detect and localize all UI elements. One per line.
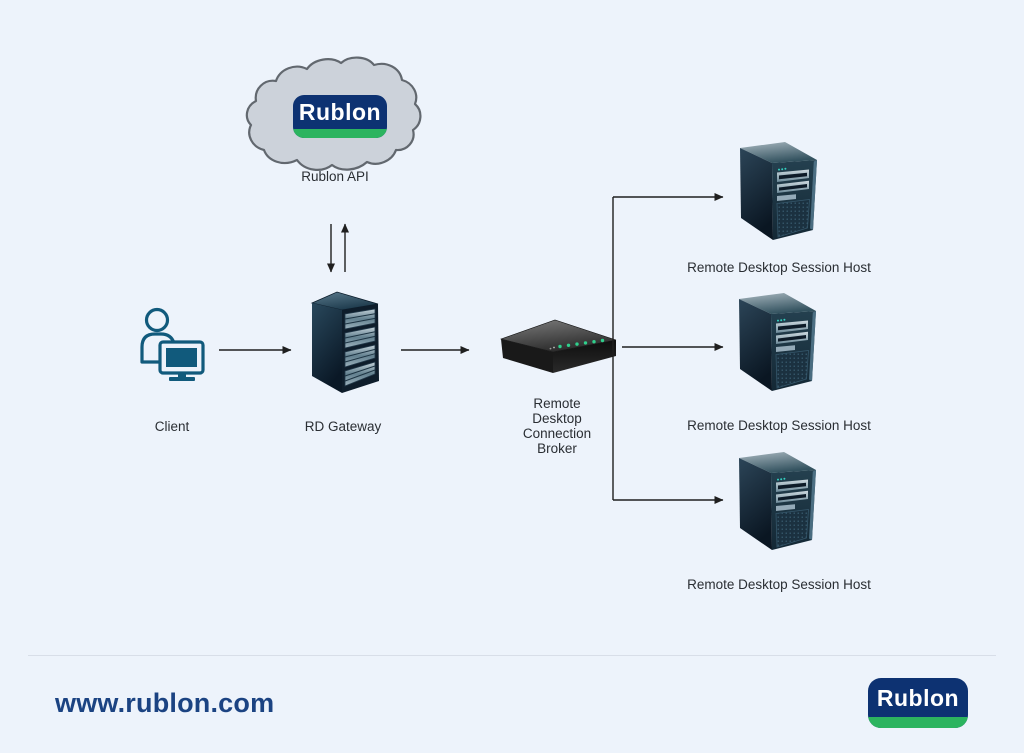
footer-divider <box>28 655 996 656</box>
website-link[interactable]: www.rublon.com <box>55 688 275 718</box>
client-icon <box>140 307 205 381</box>
rublon-footer-logo: Rublon <box>868 678 968 728</box>
client-label: Client <box>154 419 190 434</box>
session-host-3-label: Remote Desktop Session Host <box>687 577 871 592</box>
session-host-2-label: Remote Desktop Session Host <box>687 418 871 433</box>
rd-gateway-icon <box>310 291 379 393</box>
rublon-cloud-logo-text: Rublon <box>298 99 382 125</box>
gateway-label: RD Gateway <box>304 419 382 434</box>
rublon-logo-green-stripe <box>868 717 968 728</box>
rublon-cloud-logo: Rublon <box>293 95 387 138</box>
broker-label: Remote Desktop Connection Broker <box>522 396 592 456</box>
session-host-3-icon <box>738 452 817 551</box>
rublon-footer-logo-text: Rublon <box>876 685 960 711</box>
connection-broker-icon <box>499 319 617 373</box>
session-host-1-icon <box>739 142 818 241</box>
cloud-label: Rublon API <box>301 169 369 184</box>
session-host-2-icon <box>738 293 817 392</box>
session-host-1-label: Remote Desktop Session Host <box>687 260 871 275</box>
rublon-logo-green-stripe <box>293 129 387 138</box>
